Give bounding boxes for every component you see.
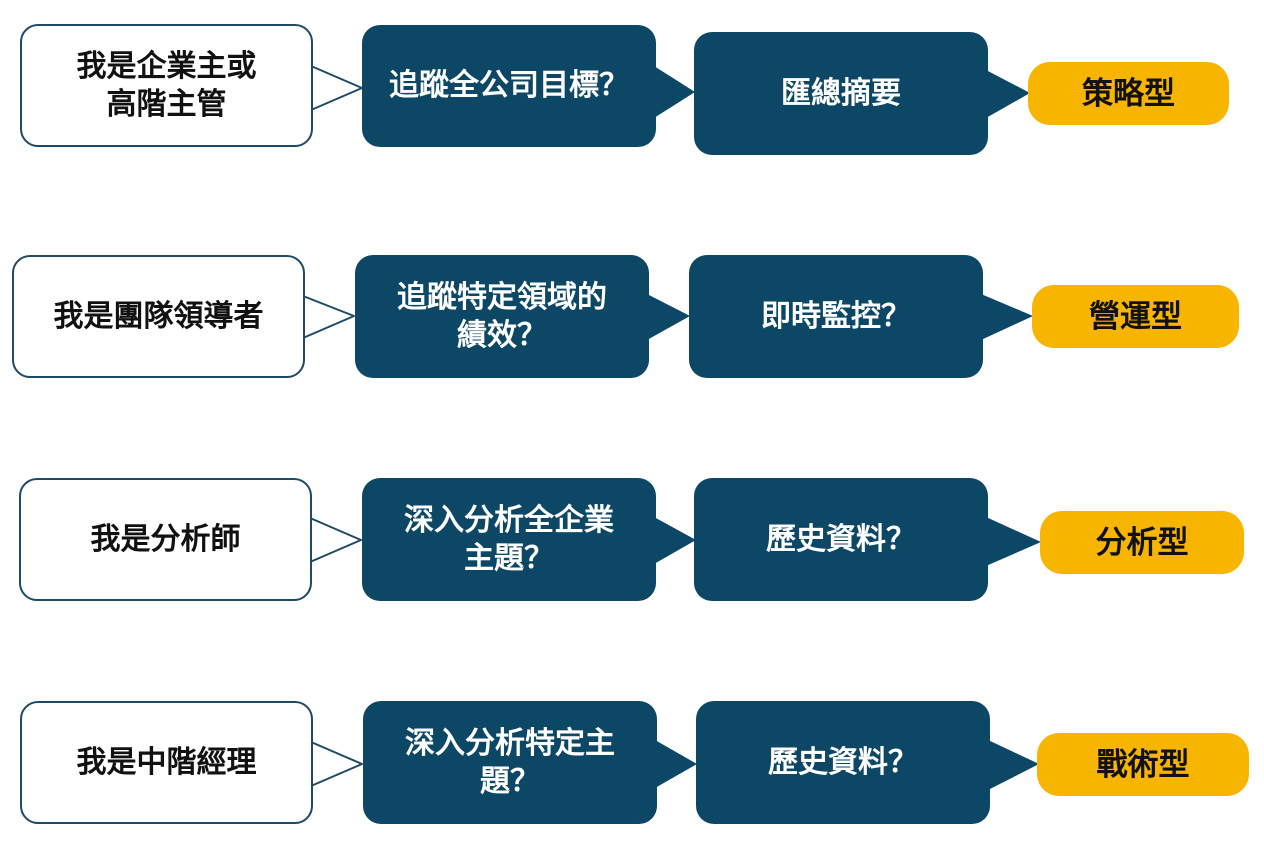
connector-question-to-detail [654, 517, 696, 564]
detail-box: 歷史資料？ [694, 478, 988, 601]
role-box: 我是團隊領導者 [12, 255, 305, 378]
role-box: 我是中階經理 [20, 701, 313, 824]
role-box: 我是分析師 [19, 478, 312, 601]
connector-role-to-question [309, 517, 362, 563]
detail-box: 即時監控？ [689, 255, 983, 378]
question-box: 深入分析特定主 題？ [363, 701, 657, 824]
connector-question-to-detail [655, 740, 697, 788]
connector-role-to-question [310, 65, 363, 111]
connector-detail-to-result [981, 294, 1033, 340]
question-box: 追蹤全公司目標？ [362, 25, 656, 147]
result-badge: 營運型 [1032, 285, 1239, 348]
question-box: 追蹤特定領域的 績效？ [355, 255, 649, 378]
question-box: 深入分析全企業 主題？ [362, 478, 656, 601]
result-badge: 戰術型 [1037, 733, 1249, 796]
result-badge: 策略型 [1028, 62, 1229, 125]
connector-detail-to-result [986, 70, 1030, 118]
connector-question-to-detail [654, 66, 695, 118]
detail-box: 匯總摘要 [694, 32, 988, 155]
connector-detail-to-result [988, 740, 1039, 790]
connector-detail-to-result [986, 517, 1041, 566]
detail-box: 歷史資料？ [696, 701, 990, 824]
connector-role-to-question [302, 295, 355, 339]
result-badge: 分析型 [1040, 511, 1244, 574]
connector-question-to-detail [647, 294, 690, 340]
connector-role-to-question [310, 741, 363, 787]
role-box: 我是企業主或 高階主管 [20, 24, 313, 147]
